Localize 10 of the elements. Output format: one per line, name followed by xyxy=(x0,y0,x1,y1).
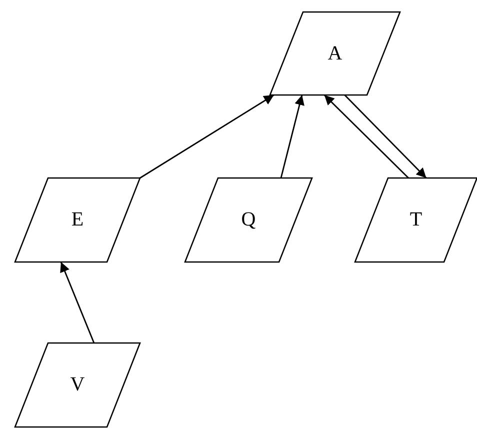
arrow xyxy=(140,94,274,179)
arrow xyxy=(324,94,409,178)
node-label: V xyxy=(69,374,86,396)
node-label: A xyxy=(326,42,344,65)
node-label: E xyxy=(70,208,85,232)
node-label: T xyxy=(408,208,424,232)
arrow xyxy=(60,262,95,344)
node-label: Q xyxy=(240,208,257,232)
arrow xyxy=(280,94,304,178)
arrow xyxy=(344,94,427,178)
